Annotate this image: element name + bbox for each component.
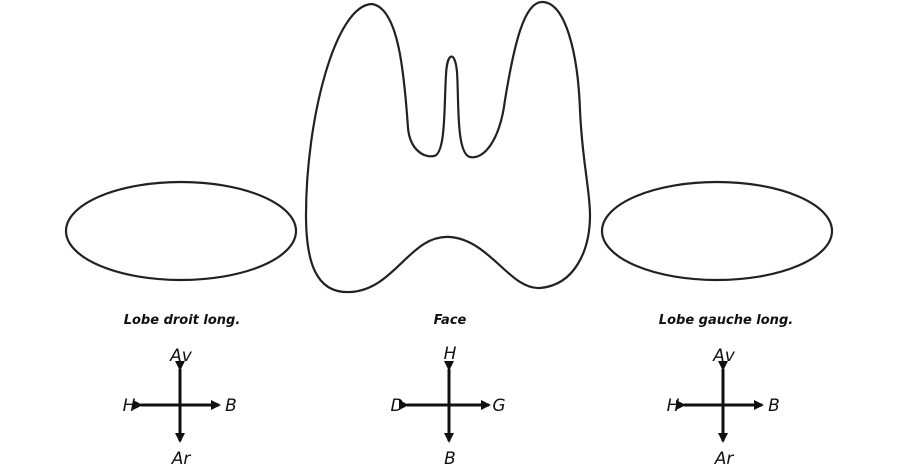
face-title: Face [434, 313, 467, 328]
direction-left-label: D [390, 396, 403, 416]
direction-right-label: B [768, 396, 780, 416]
left-lobe-longitudinal-outline [600, 180, 834, 282]
direction-down-label: Ar [171, 449, 192, 468]
direction-right-label: B [225, 396, 237, 416]
direction-up-label: H [444, 344, 457, 364]
right-lobe-title: Lobe droit long. [124, 313, 241, 328]
left-lobe-orientation-cross: Av Ar H B [667, 346, 780, 468]
thyroid-face-outline [304, 0, 592, 294]
direction-down-label: Ar [714, 449, 735, 468]
direction-right-label: G [492, 396, 505, 416]
right-lobe-longitudinal-outline [64, 180, 298, 282]
direction-up-label: Av [712, 346, 736, 366]
direction-down-label: B [444, 449, 456, 468]
direction-left-label: H [123, 396, 136, 416]
direction-left-label: H [667, 396, 680, 416]
right-lobe-orientation-cross: Av Ar H B [123, 346, 237, 468]
face-orientation-cross: H B D G [390, 344, 505, 468]
direction-up-label: Av [169, 346, 193, 366]
left-lobe-title: Lobe gauche long. [659, 313, 793, 328]
